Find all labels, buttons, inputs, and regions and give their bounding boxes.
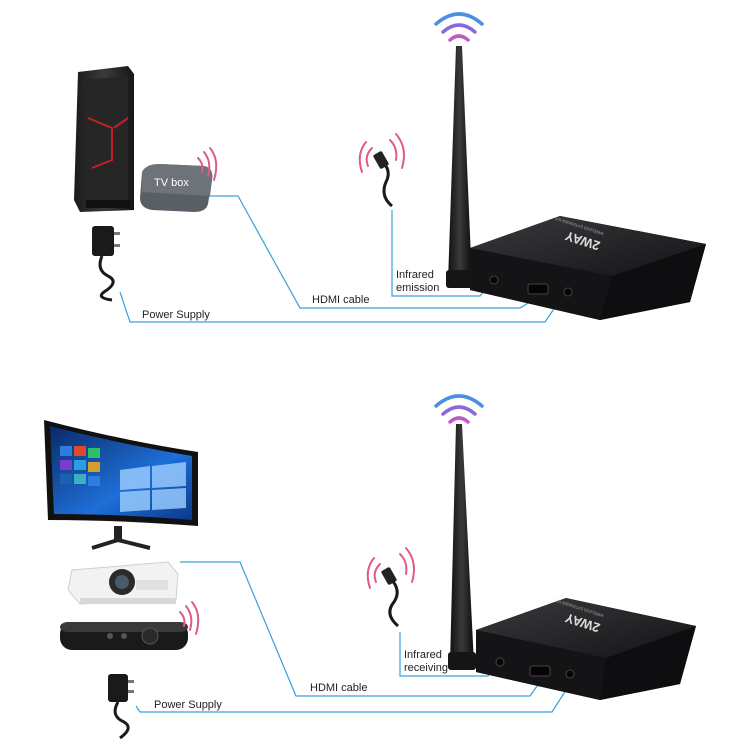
tv-box-label: TV box (154, 177, 189, 189)
top-power-label: Power Supply (142, 309, 210, 321)
bottom-wifi-icon (436, 396, 482, 422)
projector (68, 562, 178, 604)
bottom-ir-receiver (368, 548, 414, 626)
bottom-infrared-label-line1: Infrared (404, 649, 442, 661)
bottom-hdmi-port (530, 666, 550, 676)
bottom-panel: 2WAY WIRELESS EXTENDER KIT HDMI cable Po… (44, 396, 696, 738)
top-infrared-label-line1: Infrared (396, 269, 434, 281)
top-ir-port (490, 276, 498, 284)
bottom-power-port (566, 670, 574, 678)
top-power-adapter (92, 226, 120, 300)
bottom-receiver-box: 2WAY WIRELESS EXTENDER KIT (476, 598, 696, 700)
bottom-power-label: Power Supply (154, 699, 222, 711)
monitor (44, 420, 198, 548)
top-antenna (446, 46, 474, 288)
top-receiver-box: 2WAY WIRELESS EXTENDER KIT (470, 216, 706, 320)
bottom-infrared-label-line2: receiving (404, 662, 448, 674)
pc-tower (74, 66, 134, 212)
top-hdmi-port (528, 284, 548, 294)
windows-tiles (60, 446, 100, 486)
remote-control (60, 622, 188, 650)
top-power-port (564, 288, 572, 296)
top-hdmi-label: HDMI cable (312, 294, 369, 306)
top-panel: TV box (74, 14, 706, 322)
bottom-antenna (448, 424, 476, 670)
top-infrared-label-line2: emission (396, 282, 439, 294)
top-ir-emitter (360, 134, 404, 206)
top-wifi-icon (436, 14, 482, 40)
bottom-ir-port (496, 658, 504, 666)
bottom-power-adapter (108, 674, 134, 738)
bottom-hdmi-label: HDMI cable (310, 682, 367, 694)
